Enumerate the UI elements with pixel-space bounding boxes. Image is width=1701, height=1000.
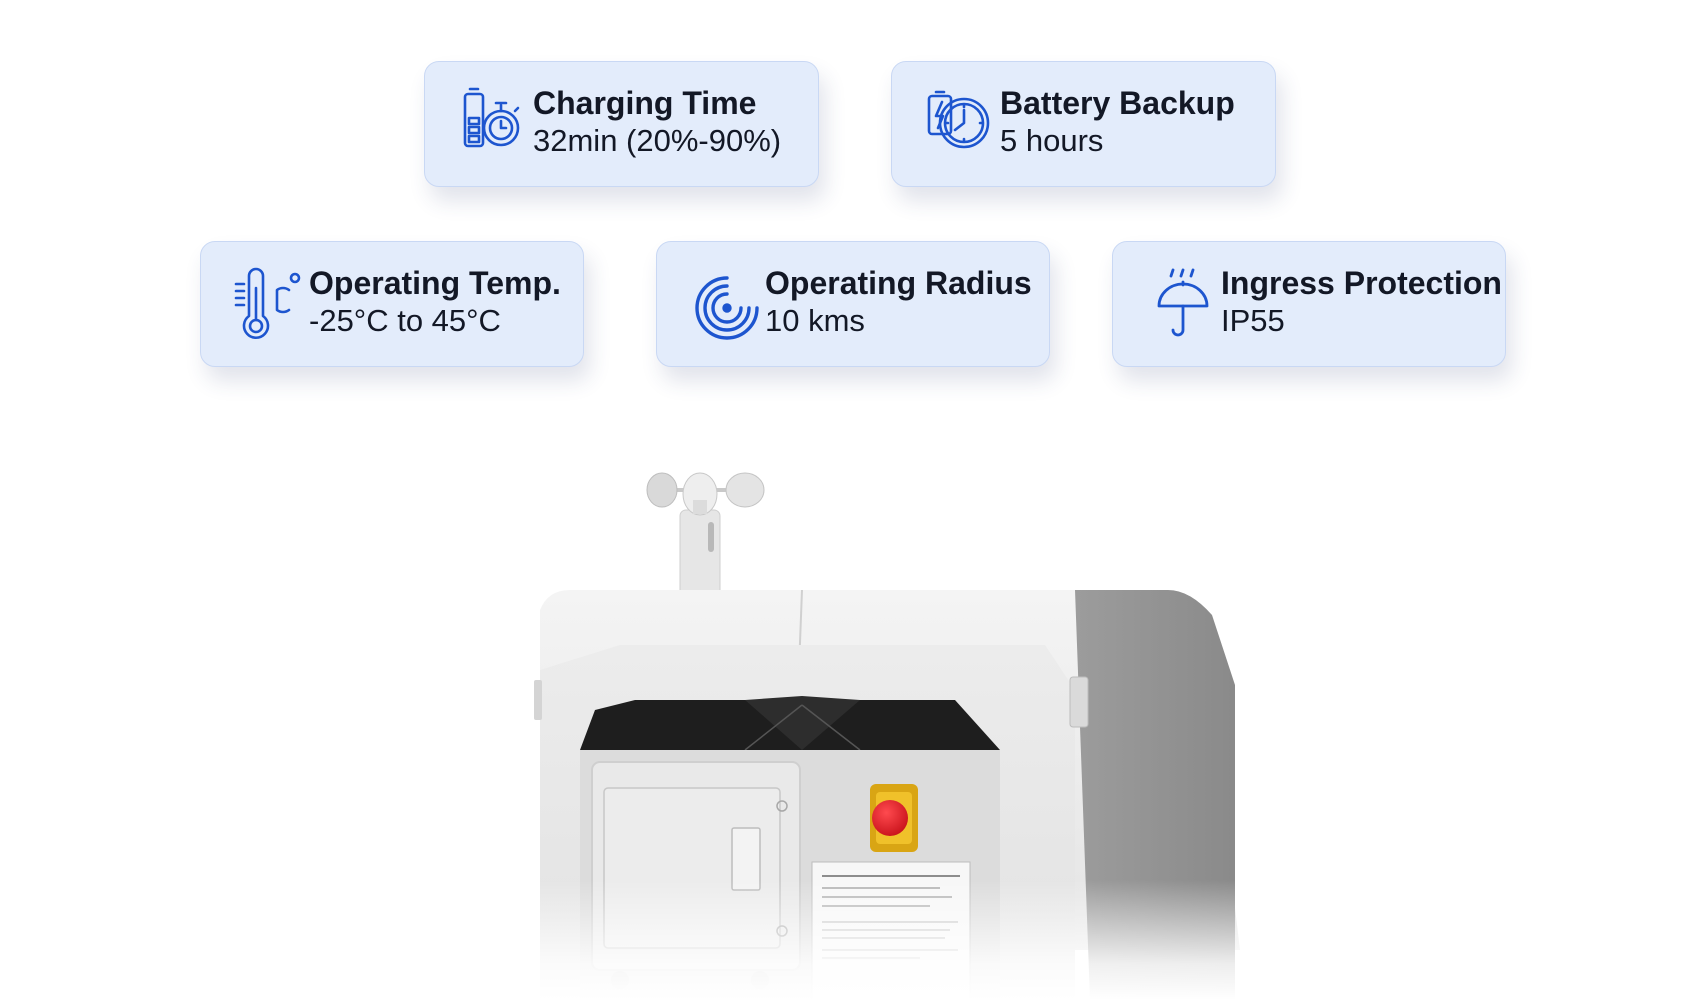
emergency-stop-button-image (870, 784, 918, 852)
spec-value: 32min (20%-90%) (533, 123, 782, 158)
dock-station-image (534, 472, 1240, 1000)
spec-label: Operating Radius (765, 265, 1032, 301)
spec-card-charging-time: Charging Time 32min (20%-90%) (424, 61, 819, 187)
rating-label-plate (811, 861, 971, 1000)
battery-clock-icon (924, 86, 1000, 162)
spec-value: -25°C to 45°C (309, 303, 501, 338)
thermometer-celsius-icon (233, 266, 309, 342)
signal-radius-icon (689, 266, 765, 342)
spec-label: Battery Backup (1000, 85, 1235, 121)
spec-value: IP55 (1221, 303, 1285, 338)
umbrella-rain-icon (1145, 266, 1221, 342)
spec-label: Ingress Protection (1221, 265, 1502, 301)
spec-card-battery-backup: Battery Backup 5 hours (891, 61, 1276, 187)
spec-card-operating-temp: Operating Temp. -25°C to 45°C (200, 241, 584, 367)
spec-value: 5 hours (1000, 123, 1104, 158)
anemometer (646, 472, 765, 609)
spec-card-operating-radius: Operating Radius 10 kms (656, 241, 1050, 367)
spec-value: 10 kms (765, 303, 865, 338)
spec-label: Operating Temp. (309, 265, 561, 301)
battery-stopwatch-icon (457, 86, 533, 162)
spec-label: Charging Time (533, 85, 757, 121)
spec-card-ingress-protection: Ingress Protection IP55 (1112, 241, 1506, 367)
